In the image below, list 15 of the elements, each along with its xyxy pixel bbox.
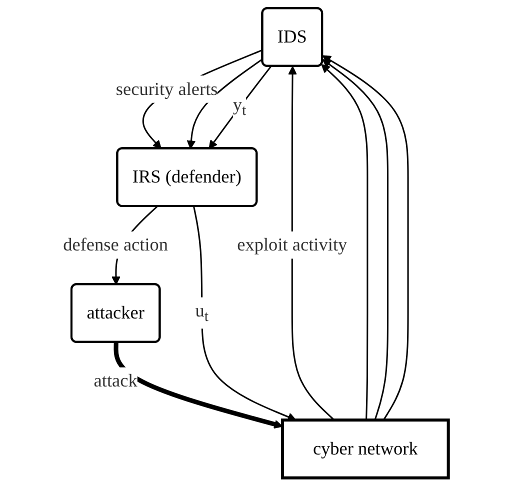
edge-label: attack: [94, 370, 138, 391]
edge-label: defense action: [63, 234, 168, 255]
arrow: [187, 58, 264, 150]
node-box: cyber network: [281, 418, 450, 480]
arrow: [209, 66, 272, 150]
edge-label: exploit activity: [237, 234, 348, 255]
arrow: [322, 59, 389, 420]
arrow: [322, 55, 410, 420]
arrow: [142, 49, 264, 150]
arrow: [321, 64, 368, 420]
arrow: [288, 66, 336, 421]
edge-label: u$_{t}$: [195, 300, 209, 326]
edge-label: security alerts: [116, 78, 218, 99]
edge-label: y$_{t}$: [233, 94, 246, 120]
arrow: [114, 342, 284, 429]
